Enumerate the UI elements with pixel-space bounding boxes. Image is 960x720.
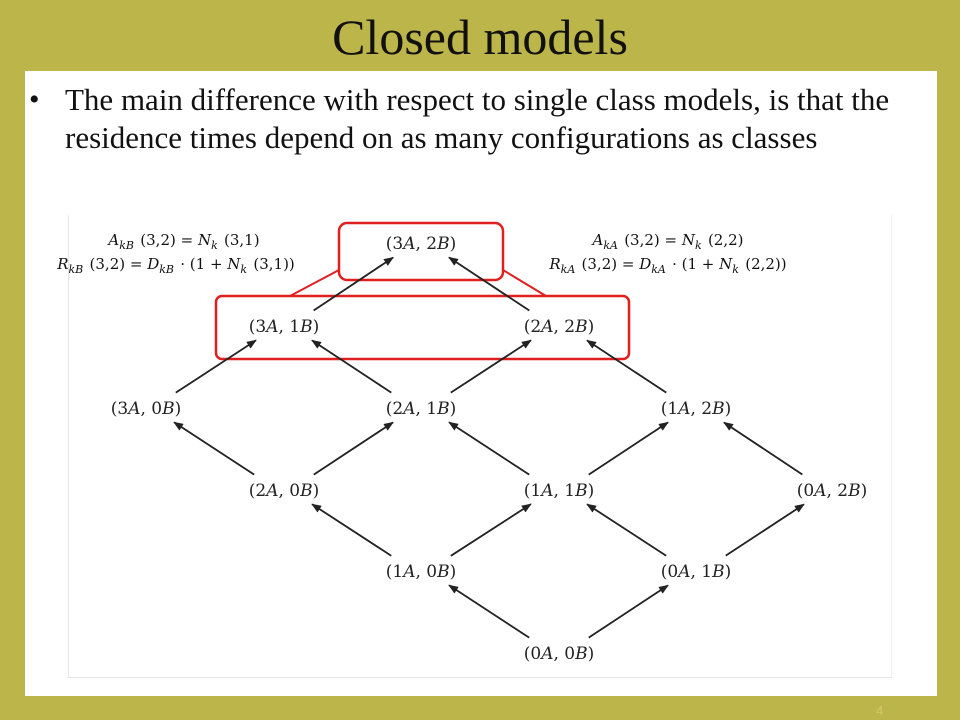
figure-frame <box>68 215 892 678</box>
edge-2A1B-to-3A1B <box>311 339 392 394</box>
page-number: 4 <box>876 703 884 718</box>
bullet-marker: • <box>29 83 40 116</box>
edge-2A0B-to-2A1B <box>313 421 394 476</box>
node-2A0B: (2A, 0B) <box>249 481 320 501</box>
node-3A2B: (3A, 2B) <box>386 234 457 254</box>
formula-right-arrival: AkA (3,2) = Nk (2,2) <box>590 231 743 252</box>
highlight-connector-right <box>502 269 547 297</box>
edge-2A0B-to-3A0B <box>173 421 255 476</box>
edge-1A0B-to-1A1B <box>450 503 532 557</box>
edge-1A2B-to-2A2B <box>586 339 667 394</box>
node-3A1B: (3A, 1B) <box>249 317 320 337</box>
node-2A2B: (2A, 2B) <box>524 317 595 337</box>
formula-left-residence: RkB (3,2) = DkB · (1 + Nk (3,1)) <box>56 255 295 276</box>
edge-0A1B-to-0A2B <box>725 503 805 557</box>
edge-3A1B-to-3A2B <box>313 256 394 312</box>
highlight-dependency-configs <box>214 294 631 361</box>
formula-right-residence: RkA (3,2) = DkA · (1 + Nk (2,2)) <box>548 255 786 276</box>
node-0A2B: (0A, 2B) <box>797 481 868 501</box>
bullet-text: The main difference with respect to sing… <box>65 82 890 155</box>
node-1A0B: (1A, 0B) <box>386 562 457 582</box>
slide-title: Closed models <box>332 9 628 65</box>
edge-1A1B-to-1A2B <box>588 421 669 476</box>
lattice-nodes: (3A, 2B) (3A, 1B) (2A, 2B) (3A, 0B) (2A, 1B)… <box>111 234 868 664</box>
edge-2A1B-to-2A2B <box>450 339 532 394</box>
highlight-top-config <box>337 221 505 282</box>
node-0A1B: (0A, 1B) <box>661 562 732 582</box>
node-1A2B: (1A, 2B) <box>661 399 732 419</box>
edge-0A0B-to-1A0B <box>448 584 530 639</box>
lattice-edges <box>173 256 805 639</box>
edge-0A2B-to-1A2B <box>723 421 803 476</box>
highlight-boxes <box>214 221 631 361</box>
slide-content: • The main difference with respect to si… <box>25 71 937 696</box>
edge-1A0B-to-2A0B <box>311 503 392 557</box>
edge-0A1B-to-1A1B <box>586 503 667 557</box>
edge-0A0B-to-0A1B <box>588 584 669 639</box>
formula-left-arrival: AkB (3,2) = Nk (3,1) <box>106 231 259 252</box>
node-2A1B: (2A, 1B) <box>386 399 457 419</box>
node-0A0B: (0A, 0B) <box>524 644 595 664</box>
highlight-connector-left <box>289 269 340 297</box>
node-1A1B: (1A, 1B) <box>524 481 595 501</box>
edge-2A2B-to-3A2B <box>448 256 530 312</box>
formulas: AkB (3,2) = Nk (3,1) RkB (3,2) = DkB · (1… <box>56 231 786 276</box>
edge-1A1B-to-2A1B <box>448 421 530 476</box>
edge-3A0B-to-3A1B <box>175 339 257 394</box>
node-3A0B: (3A, 0B) <box>111 399 182 419</box>
